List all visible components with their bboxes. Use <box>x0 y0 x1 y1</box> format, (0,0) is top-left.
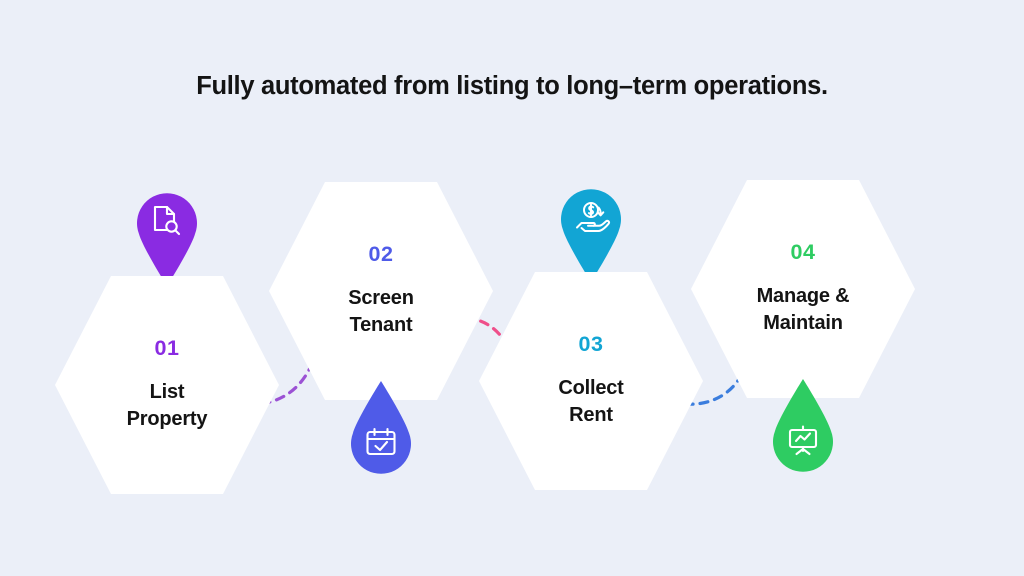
step-02-label: Screen Tenant <box>348 286 414 337</box>
calendar-check-icon <box>366 427 396 456</box>
presentation-chart-icon <box>788 425 818 456</box>
step-01-label: List Property <box>126 380 208 431</box>
step-02-number: 02 <box>368 241 394 266</box>
step-03-pin[interactable] <box>557 186 625 282</box>
step-01-hexagon[interactable]: 01 List Property <box>55 276 279 494</box>
step-04-pin[interactable] <box>769 379 837 475</box>
pin-shape-02 <box>351 381 411 474</box>
page-title: Fully automated from listing to long–ter… <box>196 72 828 100</box>
step-03-hexagon[interactable]: 03 Collect Rent <box>479 272 703 490</box>
pin-shape-01 <box>137 193 197 286</box>
step-01-number: 01 <box>154 335 180 360</box>
step-01-pin[interactable] <box>133 190 201 286</box>
pin-shape-03 <box>561 189 621 282</box>
step-04-label: Manage & Maintain <box>756 284 850 335</box>
document-search-icon <box>153 205 181 236</box>
step-02-hexagon[interactable]: 02 Screen Tenant <box>269 182 493 400</box>
step-04-number: 04 <box>790 239 816 264</box>
step-03-number: 03 <box>578 331 604 356</box>
step-04-hexagon[interactable]: 04 Manage & Maintain <box>691 180 915 398</box>
step-02-pin[interactable] <box>347 381 415 477</box>
hand-money-icon <box>576 202 611 232</box>
pin-shape-04 <box>773 379 833 472</box>
step-03-label: Collect Rent <box>558 376 624 427</box>
